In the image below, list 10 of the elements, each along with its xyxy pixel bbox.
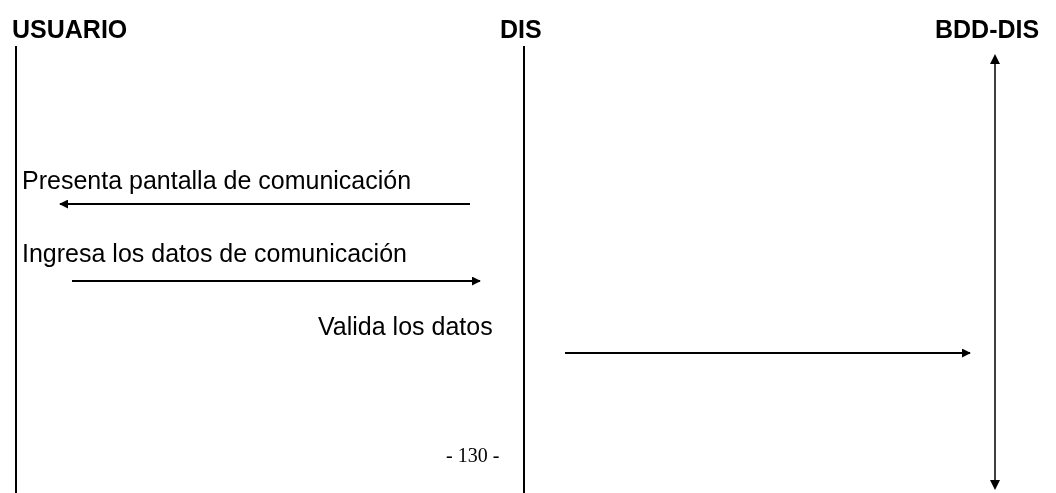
- lifeline-header: BDD-DIS: [935, 14, 1040, 44]
- edge-label: Valida los datos: [318, 311, 493, 341]
- lifeline-header: DIS: [500, 14, 542, 44]
- arrow: [59, 199, 471, 209]
- edge-label: Ingresa los datos de comunicación: [22, 238, 407, 268]
- arrow: [71, 276, 481, 286]
- page-number: - 130 -: [446, 443, 500, 467]
- edge-label: Presenta pantalla de comunicación: [22, 165, 412, 195]
- arrow: [564, 348, 971, 358]
- lifeline-header: USUARIO: [12, 14, 128, 44]
